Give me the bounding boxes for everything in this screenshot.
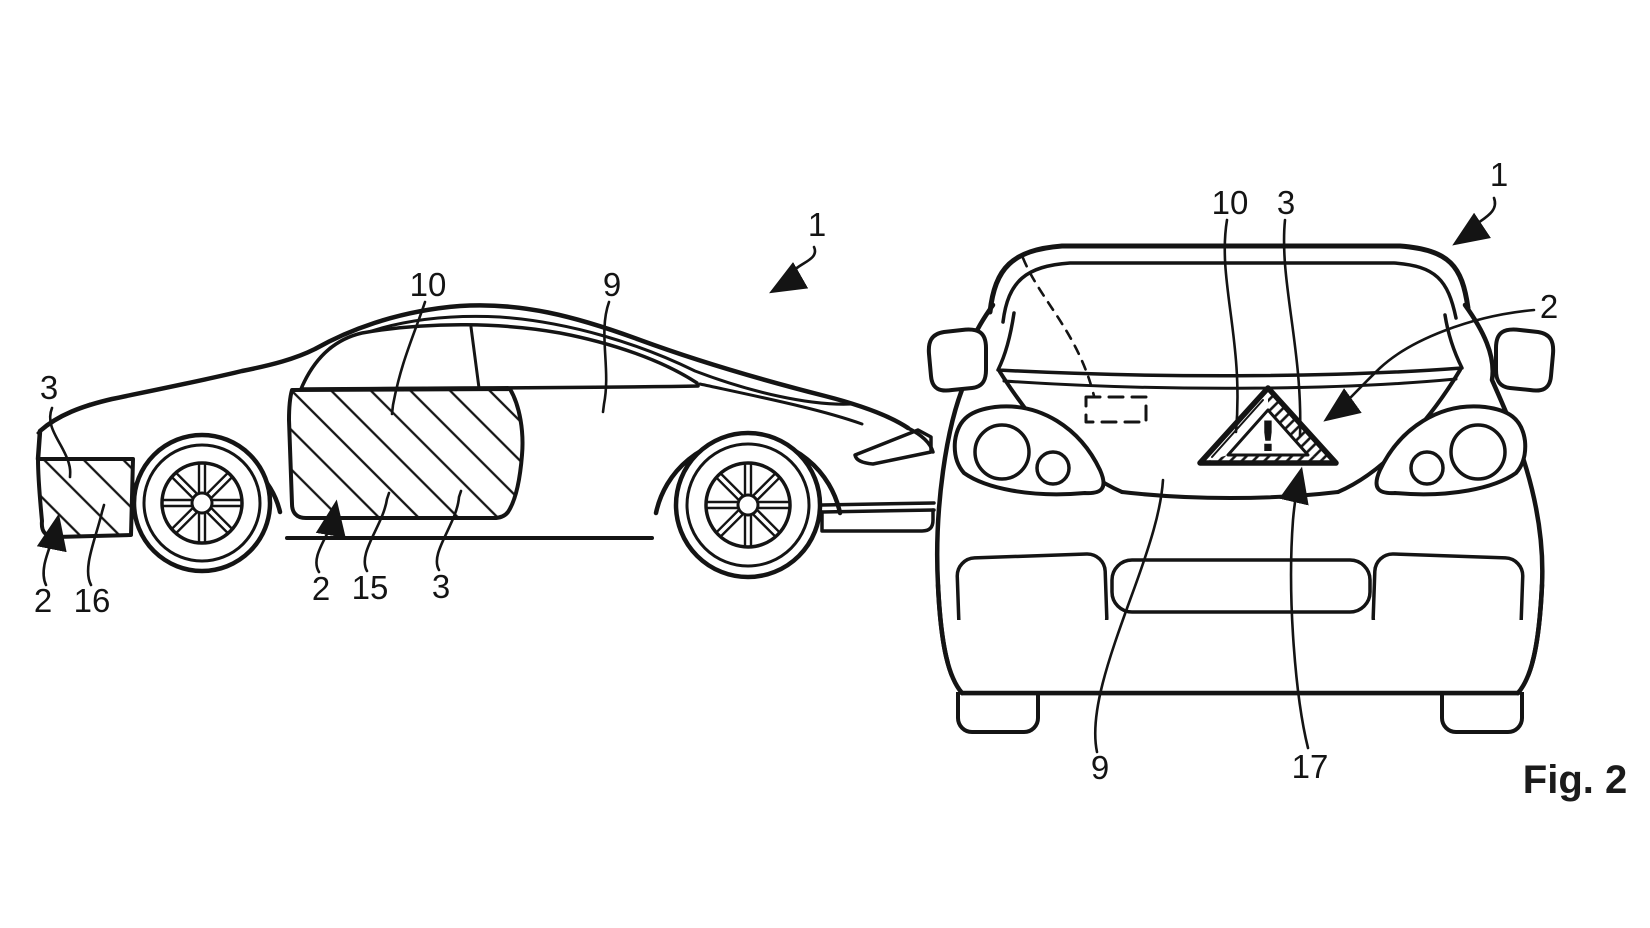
ref-label-front-1: 1 [1490,156,1508,193]
front-tire-inner [142,443,262,563]
leader-door-15 [363,491,391,573]
leader-front-2b [1323,308,1536,422]
figure-caption: Fig. 2 [1523,758,1627,802]
side-rear-apron [820,508,935,533]
leader-door-2 [315,499,346,574]
warning-triangle: ! [1197,385,1339,466]
left-headlight [952,404,1106,497]
front-body-left-lower [935,582,965,696]
ref-label-side-15: 15 [352,569,389,606]
ref-label-front-9: 9 [1091,749,1109,786]
rear-hub [736,493,760,517]
right-headlight-main-lamp [1449,423,1507,481]
side-window [299,322,700,391]
front-bumper-display-region [36,457,135,539]
car-front-view: ! 1 10 3 2 9 17 [926,156,1558,786]
ref-label-front-10: 10 [1212,184,1249,221]
front-wheel [131,432,273,574]
ref-label-side-9: 9 [603,266,621,303]
leader-front-2 [36,513,67,587]
leader-door-10 [390,300,427,416]
ref-label-front-17: 17 [1292,748,1329,785]
door-display-region [287,387,525,520]
leader-front-3b [1282,218,1302,438]
front-hub [190,491,214,515]
hood-lower-edge [1120,490,1340,500]
front-body-right-lower [1515,582,1545,696]
leader-door-3 [435,489,463,572]
side-window-divider [469,325,481,390]
ref-label-side-3-front: 3 [40,369,58,406]
side-view-leader-lines [36,245,817,587]
leader-vehicle-1 [769,245,817,294]
side-rear-deck-crease [698,382,864,426]
ref-label-side-10: 10 [410,266,447,303]
leader-body-9 [601,300,611,414]
ref-label-front-3: 3 [1277,184,1295,221]
front-roof-inner [1001,261,1458,324]
side-body-outline [35,303,911,462]
ref-label-side-16: 16 [74,582,111,619]
front-rim [160,461,244,545]
leader-front-9 [1093,478,1165,754]
ref-label-side-3-door: 3 [432,568,450,605]
front-windshield [996,311,1464,378]
triangle-inner-frame [1226,408,1310,457]
rear-tire-inner [685,442,811,568]
left-headlight-main-lamp [973,423,1031,481]
rear-rim [704,461,792,549]
right-headlight-small-lamp [1409,450,1445,486]
ref-label-side-1: 1 [808,206,826,243]
ref-label-front-2: 2 [1540,288,1558,325]
dashed-leader-line [1021,256,1096,398]
leader-front-16 [86,503,106,587]
center-grille [1110,558,1372,614]
side-nose-crease [36,402,92,435]
leader-front-17 [1279,466,1310,750]
leader-front-1 [1452,196,1497,246]
front-cowl-line [1002,377,1458,390]
right-mirror [1494,327,1556,393]
leader-front-3 [49,406,72,479]
front-view-leader-lines [1093,196,1536,754]
side-tail-light [853,428,933,466]
front-roof-outer [987,243,1471,315]
tire-mask [950,620,1530,692]
rear-wheel [673,430,823,580]
warning-exclamation: ! [1258,412,1277,461]
triangle-outer-frame [1197,385,1339,466]
leader-front-10 [1223,218,1239,434]
left-headlight-small-lamp [1035,450,1071,486]
right-headlight [1374,404,1528,497]
ref-label-side-2-front: 2 [34,582,52,619]
left-mirror [926,327,988,393]
ref-label-side-2-door: 2 [312,570,330,607]
side-rear-edge [906,426,935,454]
hidden-display-dashed-box [1084,395,1148,424]
side-roof-inner-line [328,314,854,406]
car-side-view: 1 3 2 16 10 9 2 15 3 [34,206,936,619]
